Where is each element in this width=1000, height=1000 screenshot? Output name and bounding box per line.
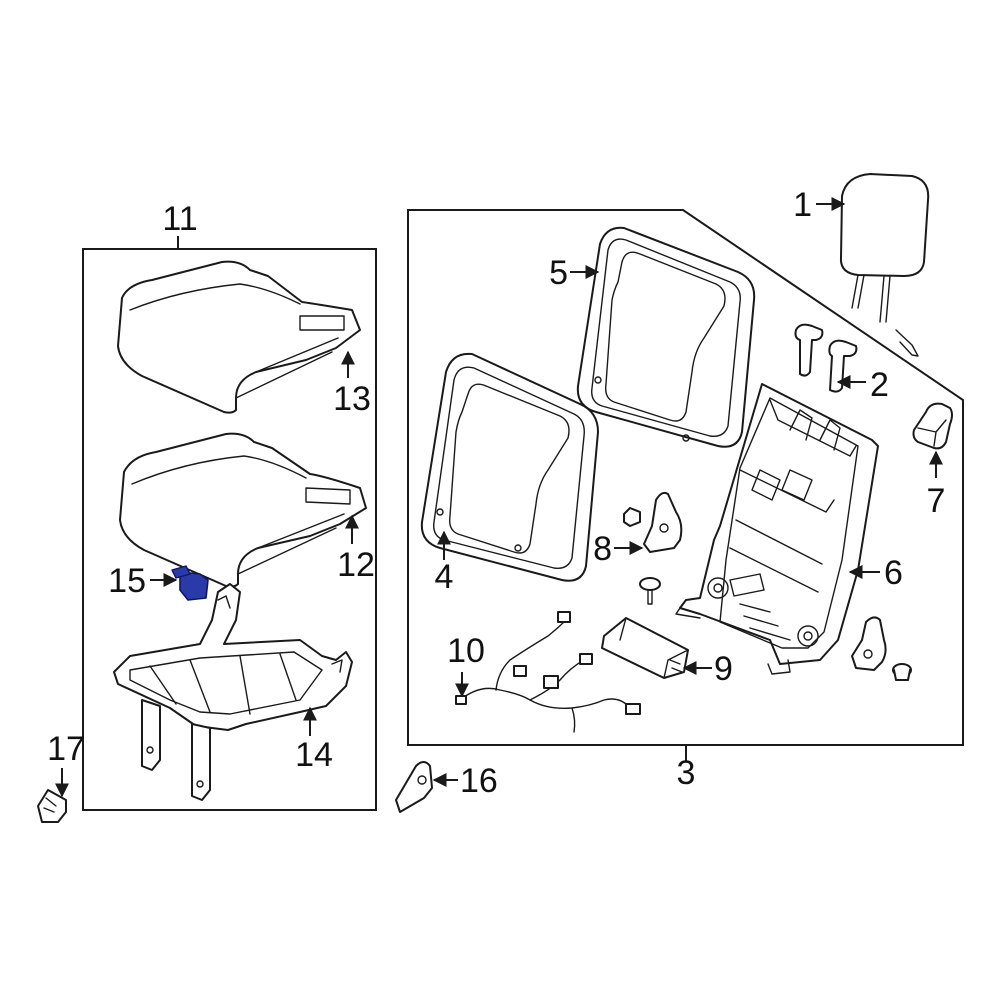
callout-14: 14 — [295, 736, 333, 774]
side-bracket-part[interactable] — [395, 761, 433, 813]
callout-12: 12 — [337, 546, 375, 584]
pivot-cover-right-part[interactable] — [851, 616, 887, 671]
headrest-guide-part[interactable] — [794, 323, 858, 393]
small-cover-part[interactable] — [37, 789, 67, 823]
seatback-frame-part[interactable] — [675, 383, 879, 675]
callout-17: 17 — [47, 730, 85, 768]
pivot-cover-part[interactable] — [623, 491, 683, 553]
callout-7: 7 — [927, 482, 946, 520]
callout-10: 10 — [447, 632, 485, 670]
latch-cover-part[interactable] — [912, 402, 953, 450]
cushion-frame-part[interactable] — [113, 583, 353, 801]
bolt-right-part[interactable] — [892, 663, 912, 681]
seatback-group-box — [407, 209, 964, 746]
headrest-part[interactable] — [839, 173, 930, 357]
callout-11: 11 — [162, 200, 197, 238]
wiring-harness-part[interactable] — [455, 611, 641, 733]
callout-9: 9 — [714, 650, 733, 688]
cushion-group-box — [82, 248, 377, 811]
callout-8: 8 — [593, 530, 612, 568]
callout-4: 4 — [435, 558, 454, 596]
callout-13: 13 — [333, 380, 371, 418]
cushion-cover-upper-part[interactable] — [117, 260, 361, 414]
callout-16: 16 — [460, 762, 498, 800]
control-module-part[interactable] — [601, 617, 689, 679]
seatback-panel-rear-part[interactable] — [576, 226, 756, 448]
callout-3: 3 — [677, 754, 696, 792]
cushion-pad-lower-part[interactable] — [119, 432, 367, 588]
bolt-part[interactable] — [639, 577, 661, 605]
callout-1: 1 — [793, 186, 812, 224]
callout-5: 5 — [549, 254, 568, 292]
callout-2: 2 — [870, 366, 889, 404]
seatback-panel-front-part[interactable] — [420, 352, 599, 582]
callout-15: 15 — [108, 562, 146, 600]
callout-6: 6 — [884, 554, 903, 592]
